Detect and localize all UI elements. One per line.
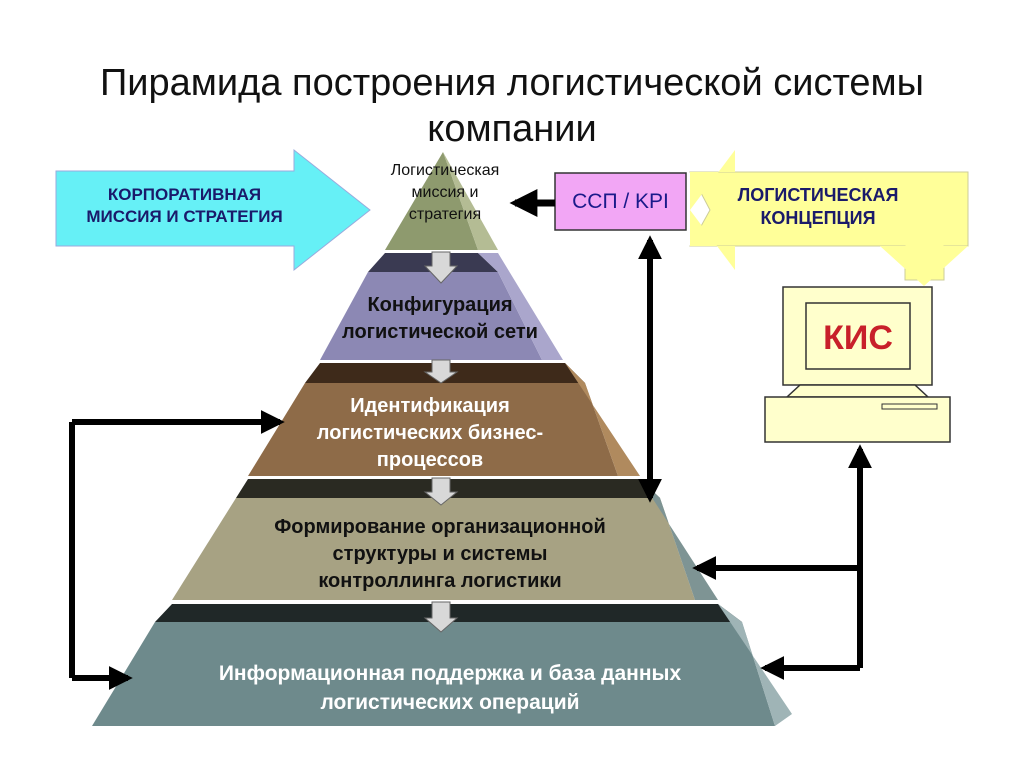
level-down-arrow-1	[423, 251, 459, 284]
pyramid-level-2	[320, 272, 542, 360]
pyramid-level-3-side	[565, 363, 640, 476]
title-line-1: Пирамида построения логистической систем…	[99, 62, 924, 104]
pyramid-level-5-side	[718, 604, 792, 726]
page-title: Пирамида построения логистической систем…	[0, 60, 1024, 152]
level-down-arrow-4	[423, 601, 459, 633]
ssp-kpi-box	[554, 172, 687, 231]
level-5-label: Информационная поддержка и база данных л…	[218, 662, 682, 714]
computer-neck	[785, 384, 930, 398]
level-2-label: Конфигурация логистической сети	[342, 294, 538, 343]
computer-drive-slot	[881, 403, 938, 410]
pyramid-level-2-side	[478, 253, 563, 360]
pyramid-level-4	[172, 498, 695, 600]
logistics-concept-arrow-head	[690, 150, 735, 270]
level-3-label: Идентификация логистических бизнес- проц…	[316, 395, 544, 471]
level-4-label: Формирование организационной структуры и…	[274, 516, 606, 592]
kis-label: КИС	[823, 319, 893, 357]
pyramid-level-1-side	[443, 152, 498, 250]
computer-screen	[805, 302, 911, 370]
level-down-arrow-3	[423, 477, 459, 506]
title-line-2: компании	[427, 108, 597, 150]
logistics-concept-label: ЛОГИСТИЧЕСКАЯ КОНЦЕПЦИЯ	[737, 185, 899, 228]
pyramid-level-1	[385, 152, 478, 250]
pyramid-level-3	[248, 383, 618, 476]
ssp-kpi-label: ССП / KPI	[572, 190, 669, 213]
pyramid-level-5	[92, 622, 775, 726]
level-down-arrow-2	[423, 359, 459, 384]
corporate-mission-label: КОРПОРАТИВНАЯ МИССИЯ И СТРАТЕГИЯ	[86, 185, 283, 226]
level-1-label: Логистическая миссия и стратегия	[390, 162, 500, 223]
corporate-mission-arrow	[55, 148, 371, 272]
logistics-concept-arrow-down	[880, 246, 968, 286]
